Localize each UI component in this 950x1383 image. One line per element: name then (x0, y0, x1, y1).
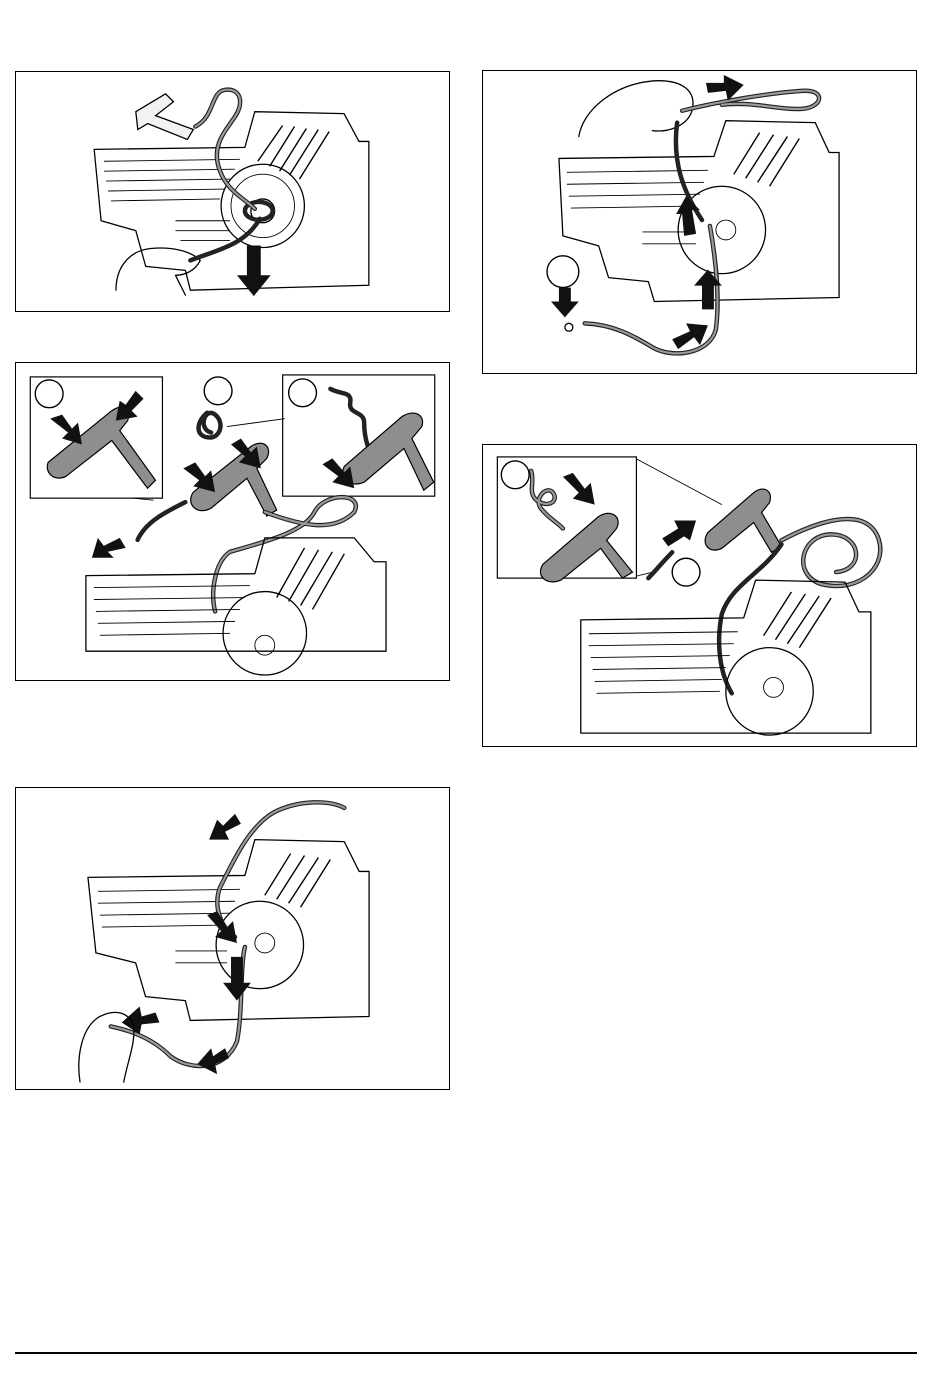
rope-pulley (726, 648, 813, 735)
figure-fit-handle-knot (15, 362, 450, 681)
figure-remove-old-cord (15, 71, 450, 312)
cooling-grille (589, 632, 738, 694)
starter-housing-illustration (16, 72, 449, 311)
figure-tie-knot-in-handle (482, 444, 917, 747)
footer-rule (15, 1352, 917, 1354)
hatched-section (734, 133, 800, 187)
rope-pulley (221, 164, 304, 247)
arrow-up-icon (676, 196, 700, 236)
tie-knot-illustration (483, 445, 916, 746)
hatched-section (277, 548, 345, 610)
hatched-section (764, 592, 832, 648)
handle-knot-illustration (16, 363, 449, 680)
hatched-section (258, 126, 329, 180)
arrow-diagonal-icon (662, 520, 696, 546)
arrow-diagonal-icon (183, 462, 215, 492)
cooling-grille (94, 586, 250, 636)
starter-handle-icon (136, 94, 194, 140)
rope-pulley (223, 592, 306, 675)
rope-pulley (216, 901, 303, 988)
starter-handle-icon (705, 489, 781, 552)
thread-cord-illustration (16, 788, 449, 1089)
arrow-down-icon (223, 957, 251, 1001)
arrow-down-icon (551, 288, 579, 318)
hand-icon (116, 248, 200, 295)
arrow-diagonal-icon (207, 911, 237, 943)
arrow-left-icon (92, 538, 126, 558)
figure-thread-cord-through-pulley (15, 787, 450, 1090)
hatched-section (265, 854, 331, 908)
pull-cord-illustration (483, 71, 916, 373)
arrow-left-icon (209, 814, 241, 840)
figure-pull-cord-through-housing (482, 70, 917, 374)
